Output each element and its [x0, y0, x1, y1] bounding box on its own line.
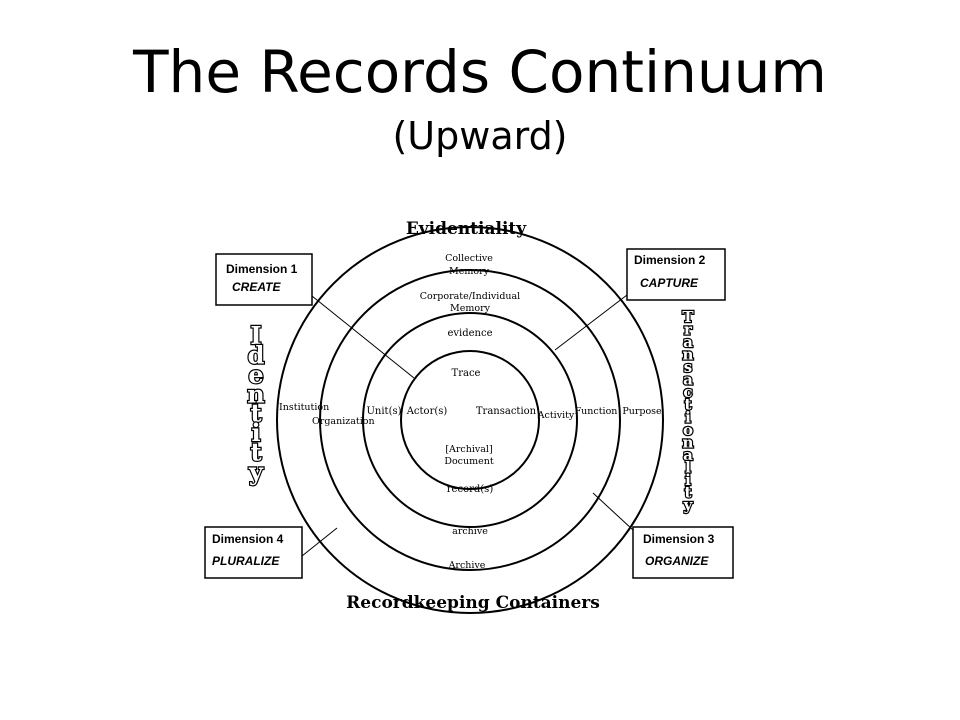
axis-right-letter: a: [683, 333, 693, 351]
axis-left-letter: I: [250, 321, 261, 350]
dimension-2-box: Dimension 2 CAPTURE: [626, 248, 726, 301]
axis-right-letter: i: [685, 471, 691, 489]
axis-right-letter: T: [682, 308, 694, 326]
ring-outer-top-line2: Memory: [449, 266, 490, 277]
axis-right-letter: y: [683, 496, 694, 514]
ring-second: [319, 269, 621, 571]
slide-subtitle: (Upward): [392, 114, 568, 158]
axis-right-letter: o: [683, 421, 693, 439]
axis-left-letter: t: [250, 438, 261, 467]
ring-second-top-line2: Memory: [450, 303, 491, 314]
axis-right-letter: a: [683, 371, 693, 389]
ring-inner-right: Transaction: [476, 406, 537, 417]
ring-outer: [276, 226, 664, 614]
axis-left-label: IdentityIdentity: [246, 320, 266, 487]
dimension-3-label: Dimension 3: [643, 532, 715, 546]
axis-right-letter: c: [683, 383, 692, 401]
axis-right-letter: n: [683, 433, 694, 451]
axis-left-letter: y: [248, 457, 264, 486]
axis-right-letter: t: [685, 483, 692, 501]
dimension-1-label: Dimension 1: [226, 262, 298, 276]
axis-left-letter: d: [248, 340, 265, 369]
dimension-4-box: Dimension 4 PLURALIZE: [204, 526, 303, 579]
ring-second-right: Function: [575, 406, 618, 417]
ring-outer-top-line1: Collective: [445, 253, 493, 264]
ring-inner: [400, 350, 540, 490]
dimension-4-label: Dimension 4: [212, 532, 284, 546]
ring-third: [362, 312, 578, 528]
slide-title: The Records Continuum: [133, 38, 827, 106]
connector-dimension-1: [311, 295, 415, 379]
axis-left-letter: n: [247, 379, 264, 408]
ring-second-bottom: archive: [452, 526, 488, 537]
connector-dimension-3: [592, 492, 634, 531]
ring-second-top-line1: Corporate/Individual: [420, 291, 520, 302]
axis-right-letter: t: [685, 396, 692, 414]
ring-third-left: Unit(s): [366, 406, 401, 417]
axis-right-letter: r: [684, 321, 693, 339]
dimension-3-box: Dimension 3 ORGANIZE: [632, 526, 734, 579]
axis-right-letter: n: [683, 346, 694, 364]
ring-third-bottom: record(s): [447, 484, 494, 495]
ring-inner-top: Trace: [452, 368, 481, 379]
ring-third-top: evidence: [447, 328, 492, 339]
axis-left-letter: e: [248, 360, 263, 389]
ring-outer-right: Purpose: [622, 406, 662, 417]
dimension-2-label: Dimension 2: [634, 253, 706, 267]
connector-dimension-2: [554, 294, 628, 351]
ring-outer-bottom: Archive: [448, 560, 486, 571]
axis-right-letter: a: [683, 446, 693, 464]
connector-dimension-4: [301, 527, 338, 557]
ring-outer-left: Institution: [279, 402, 329, 413]
axis-right-label: TransactionalityTransactionality: [681, 307, 695, 515]
ring-third-right: Activity: [537, 410, 575, 421]
axis-right-letter: s: [684, 358, 692, 376]
dimension-3-action: ORGANIZE: [645, 554, 709, 568]
ring-second-left: Organization: [312, 416, 375, 427]
ring-inner-left: Actor(s): [406, 406, 448, 417]
dimension-1-box: Dimension 1 CREATE: [215, 253, 313, 306]
dimension-2-action: CAPTURE: [640, 276, 699, 290]
axis-bottom-label: Recordkeeping Containers: [346, 593, 600, 613]
axis-right-letter: l: [685, 458, 691, 476]
ring-inner-bottom-line2: Document: [444, 456, 494, 467]
axis-left-letter: t: [250, 399, 261, 428]
dimension-1-action: CREATE: [232, 280, 281, 294]
ring-inner-bottom-line1: [Archival]: [445, 444, 492, 455]
axis-right-letter: i: [685, 408, 691, 426]
dimension-4-action: PLURALIZE: [212, 554, 280, 568]
axis-left-letter: i: [251, 418, 260, 447]
axis-top-label: Evidentiality: [406, 219, 527, 239]
